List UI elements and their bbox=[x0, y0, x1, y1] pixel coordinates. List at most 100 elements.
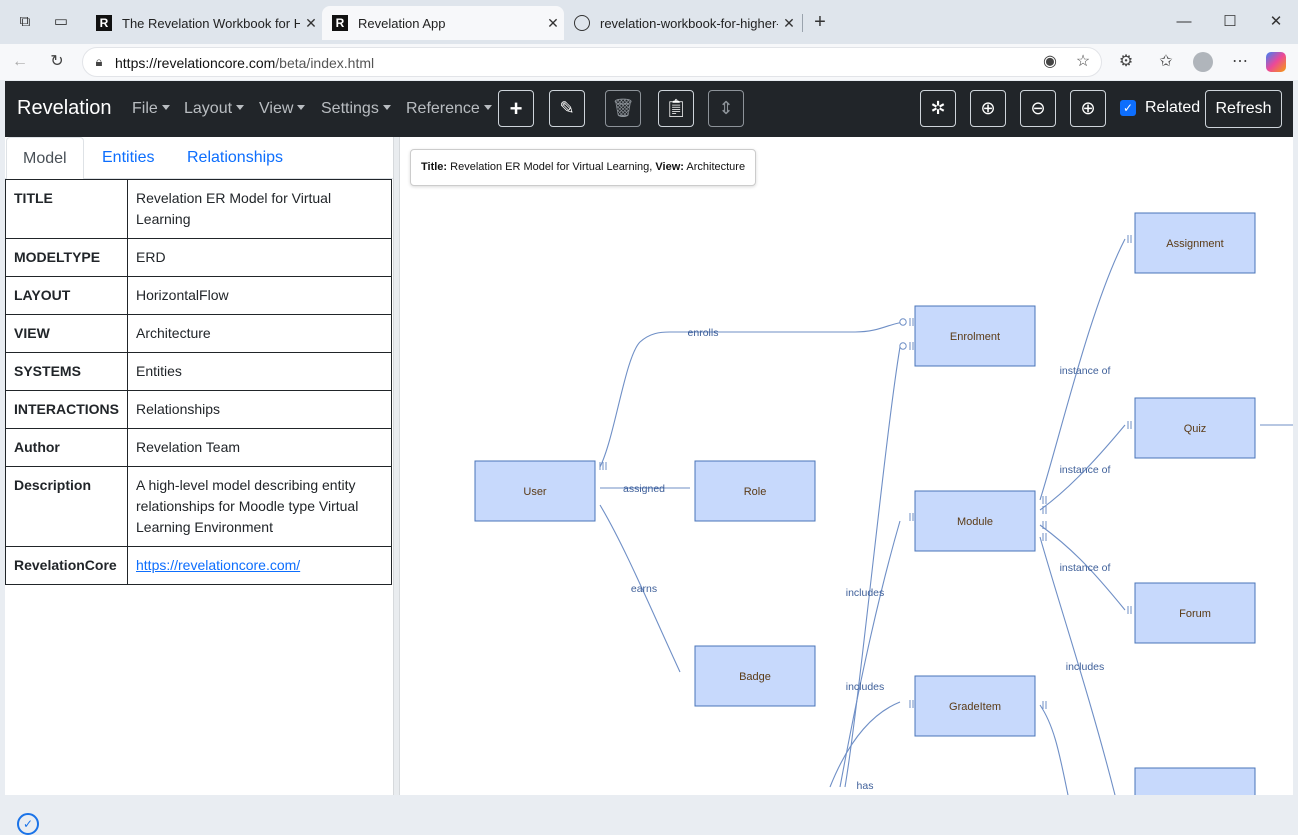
cardinality-marker bbox=[602, 462, 607, 470]
lock-icon[interactable]: 🔒︎ bbox=[95, 54, 103, 69]
revelation-favicon-icon: R bbox=[96, 15, 112, 31]
relationship-line bbox=[1039, 424, 1126, 511]
relationship-label: has bbox=[857, 780, 874, 792]
entity-gradeitem bbox=[914, 675, 1036, 737]
edit-button[interactable]: ✎ bbox=[549, 90, 585, 127]
close-tab-icon[interactable]: ✕ bbox=[783, 14, 795, 31]
fit-icon: ⇕ bbox=[718, 98, 734, 118]
url-domain: https://revelationcore.com bbox=[115, 55, 276, 71]
copilot-icon[interactable] bbox=[1266, 52, 1286, 72]
url-text: https://revelationcore.com/beta/index.ht… bbox=[115, 55, 374, 71]
minimize-icon[interactable]: — bbox=[1176, 13, 1192, 30]
close-window-icon[interactable]: ✕ bbox=[1269, 13, 1283, 30]
related-toggle[interactable]: ✓ Related bbox=[1120, 99, 1200, 117]
relationship-line bbox=[829, 701, 901, 788]
tab-entities[interactable]: Entities bbox=[102, 149, 155, 166]
browser-tab-workbook[interactable]: R The Revelation Workbook for Hig ✕ bbox=[86, 6, 322, 40]
relationship-line bbox=[1039, 536, 1116, 795]
entity-forum bbox=[1134, 582, 1256, 644]
revelation-favicon-icon: R bbox=[332, 15, 348, 31]
add-button[interactable]: + bbox=[498, 90, 534, 127]
more-menu-icon[interactable]: ⋯ bbox=[1232, 53, 1248, 70]
new-tab-icon[interactable]: + bbox=[814, 11, 826, 33]
profile-avatar-icon[interactable] bbox=[1193, 52, 1213, 72]
back-icon[interactable]: ← bbox=[12, 53, 28, 70]
view-value: Architecture bbox=[686, 161, 746, 173]
property-value: Revelation Team bbox=[127, 428, 392, 467]
relationship-label: earns bbox=[631, 583, 657, 595]
app-brand[interactable]: Revelation bbox=[17, 97, 112, 119]
menu-view[interactable]: View bbox=[259, 100, 305, 118]
entity-assignment bbox=[1134, 212, 1256, 274]
delete-button[interactable]: 🗑︎ bbox=[605, 90, 641, 127]
favorite-star-icon[interactable]: ☆ bbox=[1075, 53, 1091, 70]
reload-icon[interactable]: ↻ bbox=[50, 53, 64, 70]
center-button[interactable]: ⊕ bbox=[970, 90, 1006, 127]
globe-icon bbox=[574, 15, 590, 31]
property-value: HorizontalFlow bbox=[127, 276, 392, 315]
cardinality-marker bbox=[1042, 701, 1047, 709]
browser-tab-workbook-web[interactable]: revelation-workbook-for-higher-e ✕ bbox=[564, 6, 800, 40]
relationship-line bbox=[844, 346, 901, 788]
panel-splitter[interactable] bbox=[393, 137, 400, 795]
tracking-prevention-icon[interactable]: ◉ bbox=[1043, 53, 1057, 70]
entity-quiz bbox=[1134, 397, 1256, 459]
revelation-app: Revelation File Layout View Settings Ref… bbox=[5, 81, 1293, 835]
property-value: Architecture bbox=[127, 314, 392, 353]
browser-tab-strip: ⧉ ▭ R The Revelation Workbook for Hig ✕ … bbox=[0, 0, 1298, 44]
property-value: ERD bbox=[127, 238, 392, 277]
property-key: TITLE bbox=[5, 179, 128, 239]
revelationcore-link[interactable]: https://revelationcore.com/ bbox=[136, 557, 301, 573]
collapse-button[interactable]: ✲ bbox=[920, 90, 956, 127]
menu-file[interactable]: File bbox=[132, 100, 170, 118]
zoom-in-button[interactable]: ⊕ bbox=[1070, 90, 1106, 127]
property-key: Author bbox=[5, 428, 128, 467]
cardinality-marker bbox=[909, 318, 914, 326]
zoom-out-button[interactable]: ⊖ bbox=[1020, 90, 1056, 127]
cardinality-marker bbox=[1042, 521, 1047, 529]
optional-marker bbox=[899, 318, 907, 326]
vertical-tabs-icon[interactable]: ▭ bbox=[53, 13, 69, 30]
menu-settings[interactable]: Settings bbox=[321, 100, 391, 118]
tab-relationships[interactable]: Relationships bbox=[187, 149, 284, 166]
relationship-line bbox=[839, 520, 901, 788]
fit-button[interactable]: ⇕ bbox=[708, 90, 744, 127]
browser-tab-app[interactable]: R Revelation App ✕ bbox=[322, 6, 564, 40]
favorites-icon[interactable]: ✩ bbox=[1159, 53, 1173, 70]
property-key: Description bbox=[5, 466, 128, 547]
tab-model[interactable]: Model bbox=[6, 137, 84, 180]
menu-layout[interactable]: Layout bbox=[184, 100, 244, 118]
refresh-button[interactable]: Refresh bbox=[1205, 90, 1282, 128]
maximize-icon[interactable]: ☐ bbox=[1223, 13, 1237, 30]
clipboard-button[interactable]: 📋︎ bbox=[658, 90, 694, 127]
entity-module bbox=[914, 490, 1036, 552]
title-value: Revelation ER Model for Virtual Learning bbox=[450, 161, 650, 173]
close-tab-icon[interactable]: ✕ bbox=[305, 14, 317, 31]
close-tab-icon[interactable]: ✕ bbox=[547, 14, 559, 31]
cardinality-marker bbox=[1127, 606, 1132, 614]
relationship-line bbox=[1039, 524, 1126, 611]
relationship-label: instance of bbox=[1060, 562, 1111, 574]
entity-label: User bbox=[523, 486, 547, 498]
relationship-line bbox=[1039, 238, 1126, 501]
relationship-line bbox=[599, 321, 906, 468]
left-panel: Model Entities Relationships TITLE Revela… bbox=[5, 137, 393, 835]
zoom-in-icon: ⊕ bbox=[1080, 98, 1096, 118]
entity-partial bbox=[1134, 767, 1256, 795]
address-bar[interactable]: 🔒︎ https://revelationcore.com/beta/index… bbox=[82, 47, 1102, 77]
security-shield-icon[interactable]: ✓ bbox=[17, 813, 39, 835]
workspaces-icon[interactable]: ⧉ bbox=[19, 13, 31, 30]
entity-label: Module bbox=[957, 516, 993, 528]
extensions-icon[interactable]: ⚙ bbox=[1118, 53, 1134, 70]
relationship-label: instance of bbox=[1060, 365, 1111, 377]
cardinality-marker bbox=[1127, 235, 1132, 243]
menu-reference[interactable]: Reference bbox=[406, 100, 492, 118]
property-key: VIEW bbox=[5, 314, 128, 353]
related-checkbox[interactable]: ✓ bbox=[1120, 100, 1136, 116]
